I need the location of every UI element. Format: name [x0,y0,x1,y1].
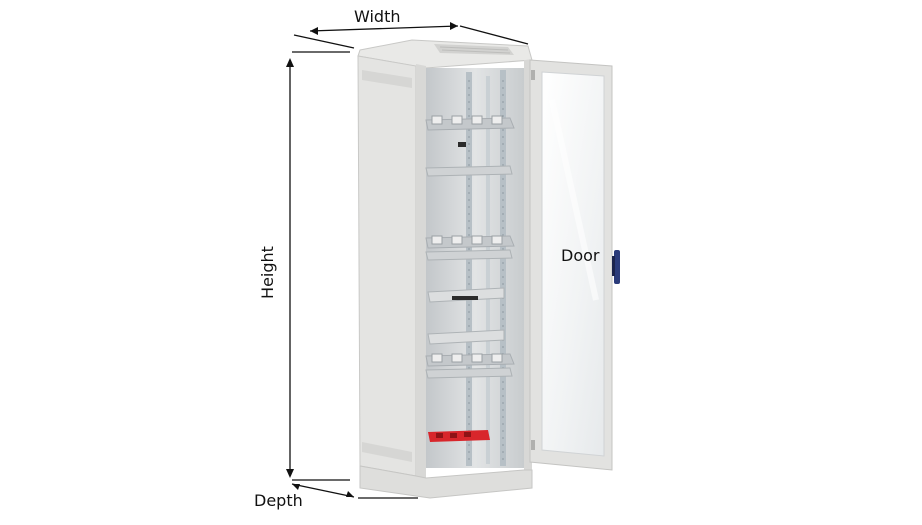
door-glass-panel [541,71,605,457]
door-label: Door [561,246,600,265]
cabinet-front-frame [416,64,426,478]
cable-guides [431,115,503,363]
dimension-lines [286,22,529,499]
width-dimension-line [309,25,459,32]
cable-clip [458,142,466,147]
power-strip [428,430,490,442]
cabinet-side-panel [357,55,417,477]
height-label: Height [257,246,277,299]
cabinet-plinth [359,465,533,499]
width-label: Width [354,7,401,26]
depth-dimension-line [291,483,355,498]
cabinet-door [529,59,620,471]
shelf-handle [452,296,478,300]
door-handle [614,250,620,284]
server-cabinet [357,39,620,499]
depth-label: Depth [254,491,303,510]
shelves [425,117,515,379]
